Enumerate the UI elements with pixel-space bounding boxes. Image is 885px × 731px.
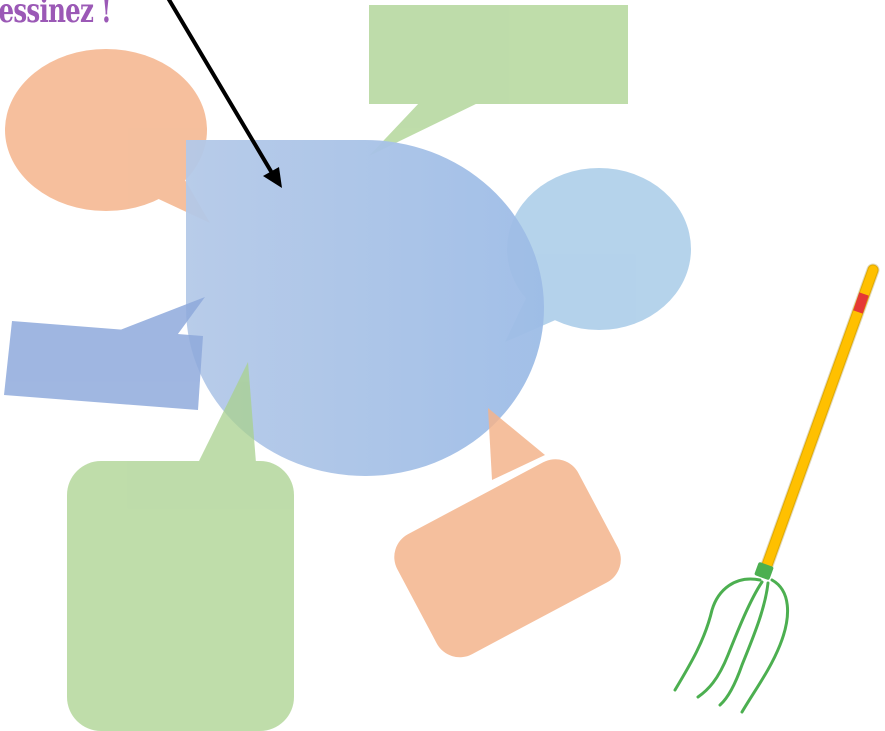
speech-bubble-peach-bottom: [394, 408, 621, 658]
speech-bubble-green-bottom: [67, 362, 294, 731]
speech-bubble-blue-left: [4, 297, 205, 410]
speech-bubble-green-top: [369, 5, 628, 156]
title-heading: Dessinez !: [0, 0, 112, 31]
speech-bubble-peach-top-left: [5, 49, 210, 223]
arrow-pointer: [166, 0, 282, 188]
pitchfork-icon: [673, 263, 880, 714]
head-shape: [186, 139, 544, 476]
